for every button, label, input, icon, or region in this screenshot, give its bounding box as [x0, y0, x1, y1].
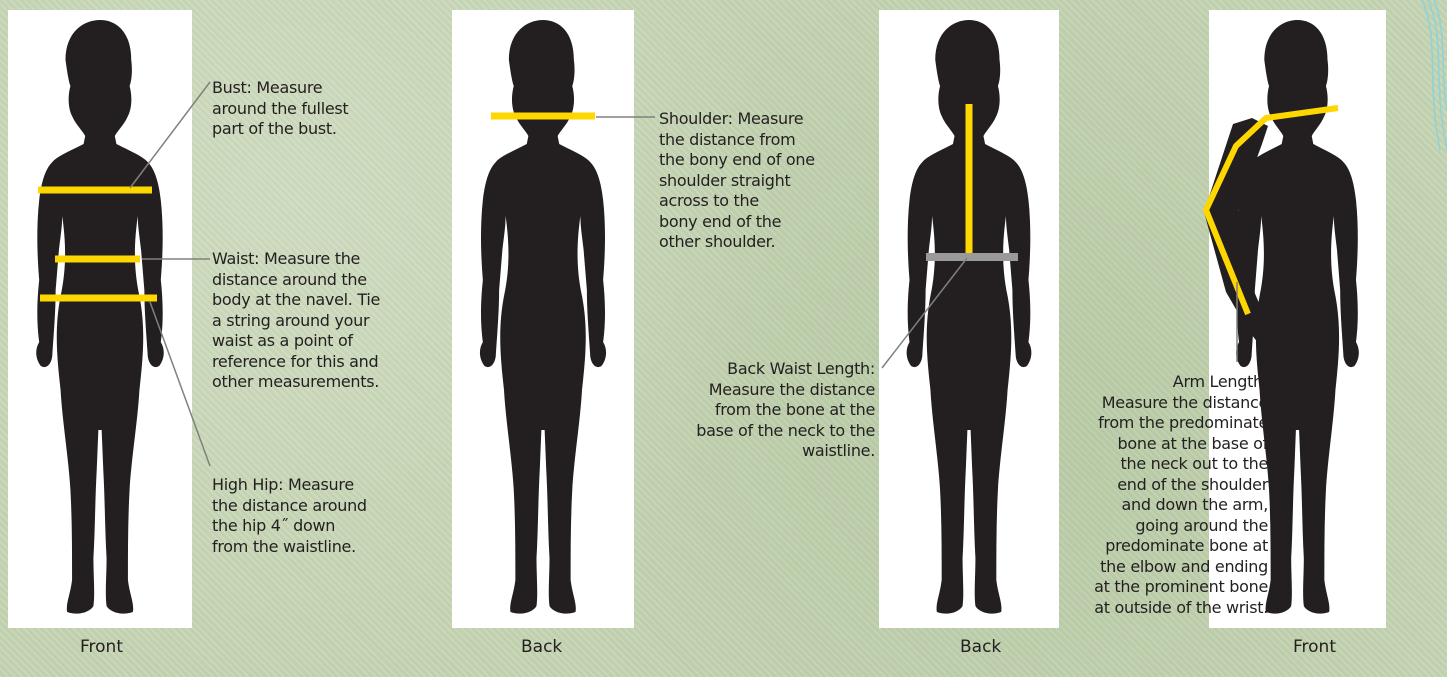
back-waist-silhouette — [879, 10, 1059, 628]
back-silhouette — [452, 10, 634, 628]
caption-arm-front: Front — [1293, 637, 1336, 657]
arm-length-label: Arm Length: Measure the distance from th… — [1094, 372, 1268, 618]
caption-front: Front — [80, 637, 123, 657]
figure-back-panel — [452, 10, 634, 628]
back-waist-length-label: Back Waist Length: Measure the distance … — [696, 359, 875, 462]
shoulder-label: Shoulder: Measure the distance from the … — [659, 109, 815, 253]
caption-back: Back — [521, 637, 562, 657]
front-silhouette — [8, 10, 192, 628]
high-hip-label: High Hip: Measure the distance around th… — [212, 475, 367, 557]
figure-front-panel — [8, 10, 192, 628]
bust-label: Bust: Measure around the fullest part of… — [212, 78, 348, 140]
decorative-corner-lines — [1422, 0, 1447, 150]
caption-back-waist: Back — [960, 637, 1001, 657]
figure-back-waist-panel — [879, 10, 1059, 628]
waist-label: Waist: Measure the distance around the b… — [212, 249, 380, 393]
